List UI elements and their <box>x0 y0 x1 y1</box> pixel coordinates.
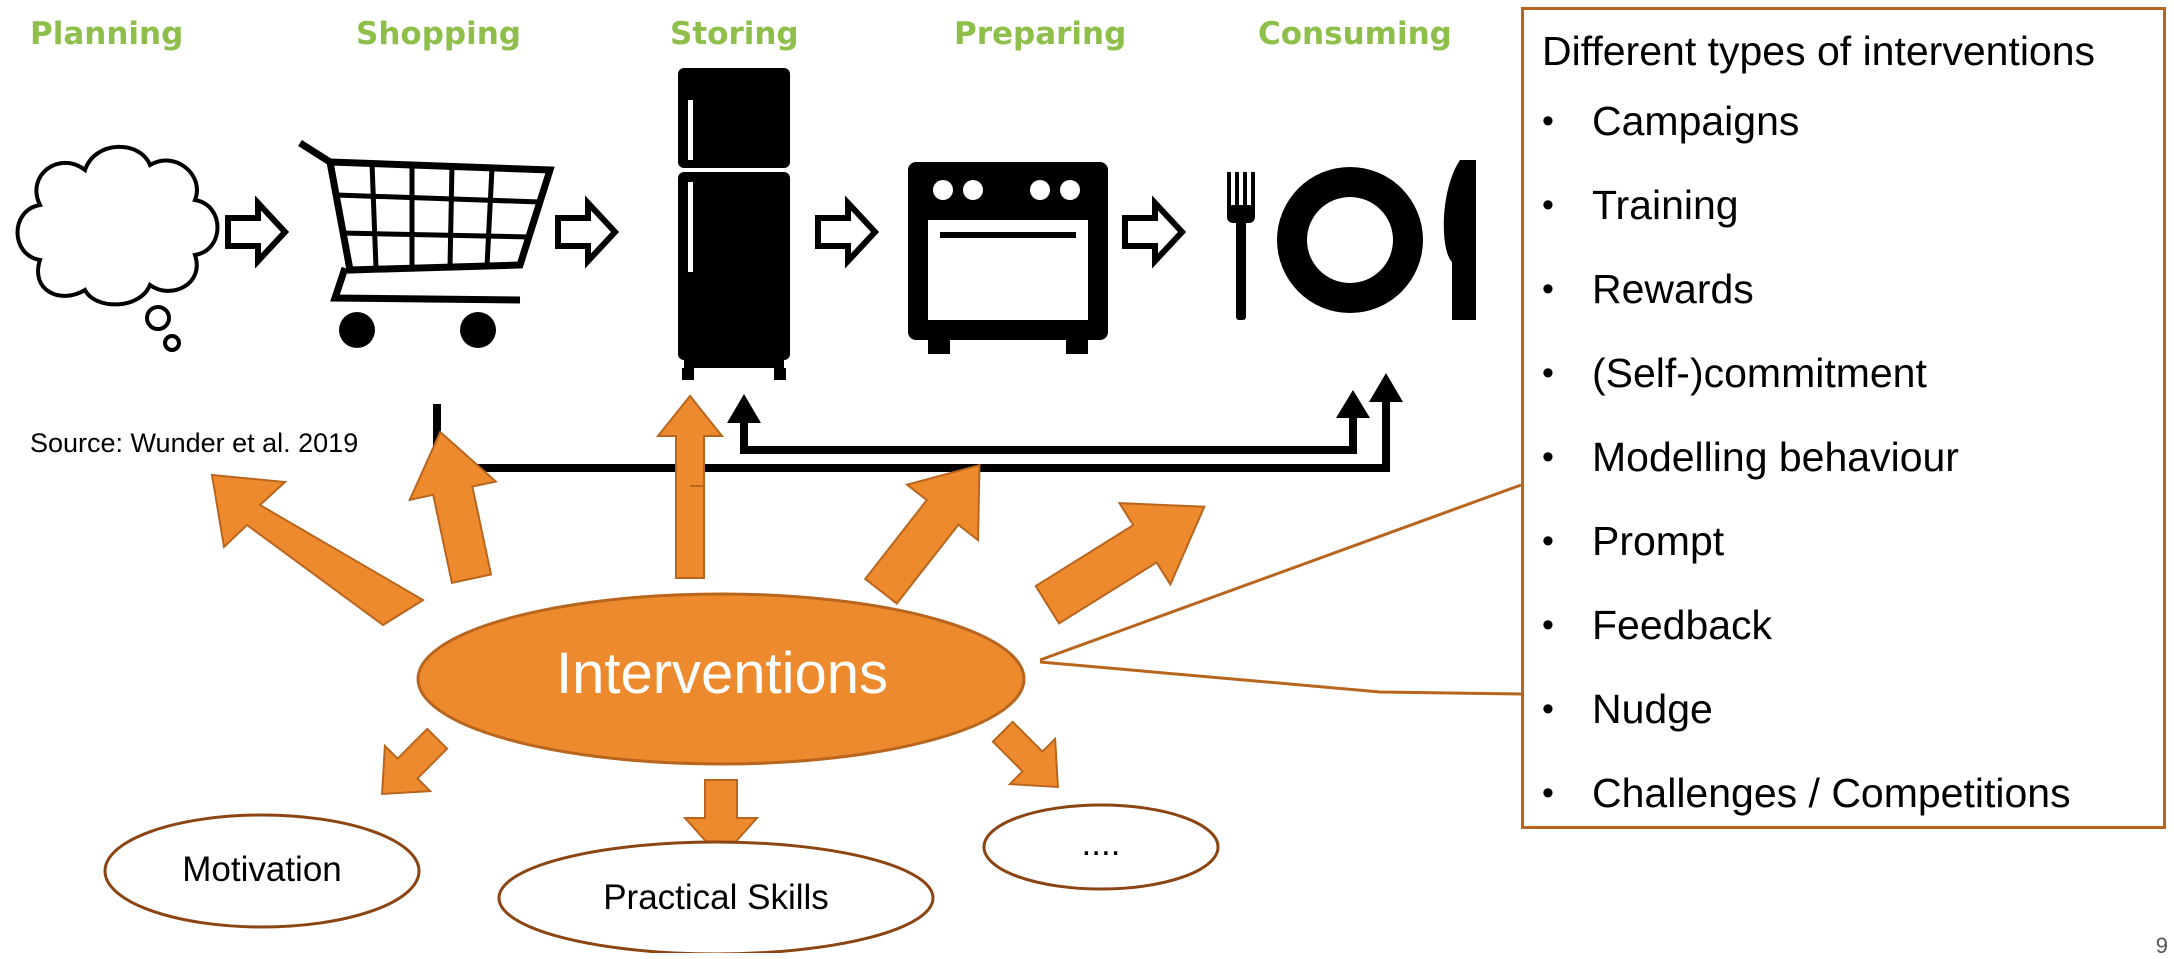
motivation-ellipse <box>103 813 421 929</box>
page-number: 9 <box>2155 933 2168 958</box>
target-label-more: .... <box>1081 824 1121 863</box>
stage-label-shopping: Shopping <box>356 16 521 52</box>
box-title: Different types of interventions <box>1542 28 2096 74</box>
feedback-connector <box>433 392 1390 472</box>
intervention-arrow-icon <box>380 394 1206 860</box>
plate-cutlery-icon <box>1227 160 1476 320</box>
source-citation: Source: Wunder et al. 2019 <box>30 428 359 458</box>
practical-skills-ellipse <box>497 840 935 953</box>
target-label-practical-skills: Practical Skills <box>603 878 829 917</box>
stage-label-preparing: Preparing <box>954 16 1127 52</box>
stage-label-planning: Planning <box>30 16 184 52</box>
callout-connector <box>1039 483 1522 696</box>
stove-icon <box>908 162 1108 354</box>
fridge-icon <box>678 68 790 380</box>
intervention-types-box: Different types of interventions •Campai… <box>1521 7 2166 829</box>
target-label-motivation: Motivation <box>182 850 342 889</box>
center-label: Interventions <box>555 641 889 706</box>
process-arrow-icon <box>225 195 1187 269</box>
intervention-arrow-icon <box>210 473 425 627</box>
stage-label-storing: Storing <box>670 16 799 52</box>
interventions-ellipse <box>416 592 1026 766</box>
thought-cloud-icon <box>15 144 220 352</box>
feedback-arrowhead-icon <box>727 373 1403 423</box>
shopping-cart-icon <box>298 140 555 348</box>
ellipsis-ellipse <box>982 803 1220 891</box>
stage-label-consuming: Consuming <box>1258 16 1452 52</box>
